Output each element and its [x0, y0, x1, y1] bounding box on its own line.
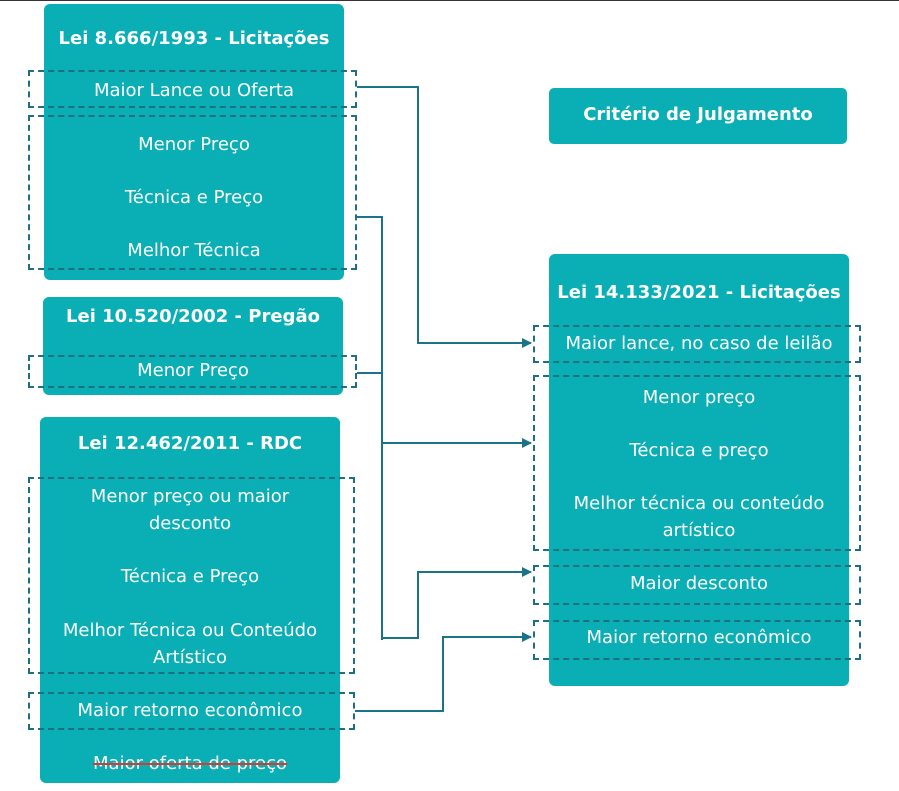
- title-lei-8666: Lei 8.666/1993 - Licitações: [58, 28, 330, 49]
- item-12462-maior-oferta: Maior oferta de preço: [40, 750, 340, 777]
- item-12462-tecnica-preco: Técnica e Preço: [120, 566, 260, 587]
- item-12462-melhor-tecnica-1: Melhor Técnica ou Conteúdo: [62, 620, 318, 641]
- title-lei-10520: Lei 10.520/2002 - Pregão: [66, 306, 320, 327]
- item-14133-maior-desconto: Maior desconto: [630, 573, 768, 594]
- item-12462-melhor-tecnica-2: Artístico: [152, 647, 228, 668]
- item-12462-maior-retorno: Maior retorno econômico: [77, 700, 303, 721]
- arrow-maior-lance: [357, 86, 532, 348]
- arrow-menor-preco-group: [357, 216, 531, 640]
- item-8666-maior-lance: Maior Lance ou Oferta: [93, 80, 295, 101]
- item-8666-menor-preco: Menor Preço: [138, 134, 250, 155]
- legend-label: Critério de Julgamento: [583, 104, 813, 125]
- item-8666-tecnica-preco: Técnica e Preço: [124, 187, 264, 208]
- strikethrough-text: Maior oferta de preço: [93, 753, 287, 774]
- item-14133-melhor-tecnica-1: Melhor técnica ou conteúdo: [573, 493, 825, 514]
- item-14133-melhor-tecnica-2: artístico: [662, 520, 736, 541]
- item-14133-maior-retorno: Maior retorno econômico: [586, 627, 812, 648]
- arrow-maior-retorno: [355, 632, 532, 712]
- item-10520-menor-preco: Menor Preço: [137, 360, 249, 381]
- item-12462-menor-preco-2: desconto: [148, 513, 232, 534]
- item-14133-tecnica-preco: Técnica e preço: [629, 440, 769, 461]
- arrow-maior-desconto: [382, 567, 532, 639]
- item-14133-maior-lance: Maior lance, no caso de leilão: [565, 333, 833, 354]
- item-12462-menor-preco-1: Menor preço ou maior: [90, 486, 290, 507]
- legend-criterio: Critério de Julgamento: [549, 88, 847, 144]
- item-14133-menor-preco: Menor preço: [642, 387, 756, 408]
- title-lei-12462: Lei 12.462/2011 - RDC: [77, 433, 303, 454]
- box-lei-10520: Lei 10.520/2002 - Pregão: [43, 297, 343, 395]
- top-border: [0, 0, 899, 1]
- item-8666-melhor-tecnica: Melhor Técnica: [127, 240, 261, 261]
- box-lei-8666: Lei 8.666/1993 - Licitações: [44, 4, 344, 280]
- title-lei-14133: Lei 14.133/2021 - Licitações: [557, 282, 841, 303]
